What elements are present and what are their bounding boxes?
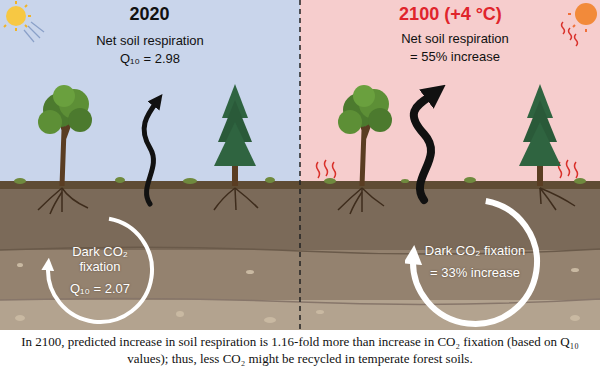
text-label: = 55% increase <box>381 48 529 66</box>
cycle-arrow-path <box>413 201 537 324</box>
respiration-arrow <box>144 100 158 204</box>
text-label: Net soil respiration <box>81 32 219 50</box>
text-label: = 33% increase <box>430 265 520 281</box>
broadleaf-tree <box>38 85 92 214</box>
cycle-text-group: Dark CO₂ fixation = 33% increase <box>405 195 545 329</box>
text-label: Dark CO₂ fixation <box>58 244 142 275</box>
text-label: 2020 <box>0 4 299 25</box>
panel-divider <box>299 0 301 330</box>
text-label: Q₁₀ = 2.98 <box>81 50 219 68</box>
fixation-cycle: Dark CO₂ fixation = 33% increase <box>405 195 545 329</box>
cycle-text-group: Dark CO₂ fixationQ₁₀ = 2.07 <box>40 210 160 330</box>
fixation-cycle: Dark CO₂ fixationQ₁₀ = 2.07 <box>40 210 160 330</box>
hot-sun-icon <box>562 3 598 46</box>
conifer-tree <box>214 84 258 210</box>
text-label: 2100 (+4 °C) <box>301 4 600 25</box>
text-label: Net soil respiration <box>381 30 529 48</box>
panel-2100: 2100 (+4 °C) Net soil respiration= 55% in… <box>301 0 600 330</box>
cycle-arrow <box>405 195 545 329</box>
respiration-label: Net soil respirationQ₁₀ = 2.98 <box>81 32 219 68</box>
sun-icon <box>4 1 44 42</box>
respiration-arrow <box>414 92 436 200</box>
broadleaf-tree <box>338 85 392 214</box>
sky-2100 <box>300 0 600 190</box>
respiration-label: Net soil respiration= 55% increase <box>381 30 529 66</box>
text-label: Dark CO₂ fixation <box>425 243 525 259</box>
sky-2020 <box>0 0 300 190</box>
figure-caption: In 2100, predicted increase in soil resp… <box>5 334 595 367</box>
text-label: Q₁₀ = 2.07 <box>70 281 130 297</box>
panel-2020: 2020Net soil respirationQ₁₀ = 2.98Dark C… <box>0 0 299 330</box>
cycle-arrow-path <box>48 219 152 322</box>
conifer-tree <box>519 84 575 210</box>
